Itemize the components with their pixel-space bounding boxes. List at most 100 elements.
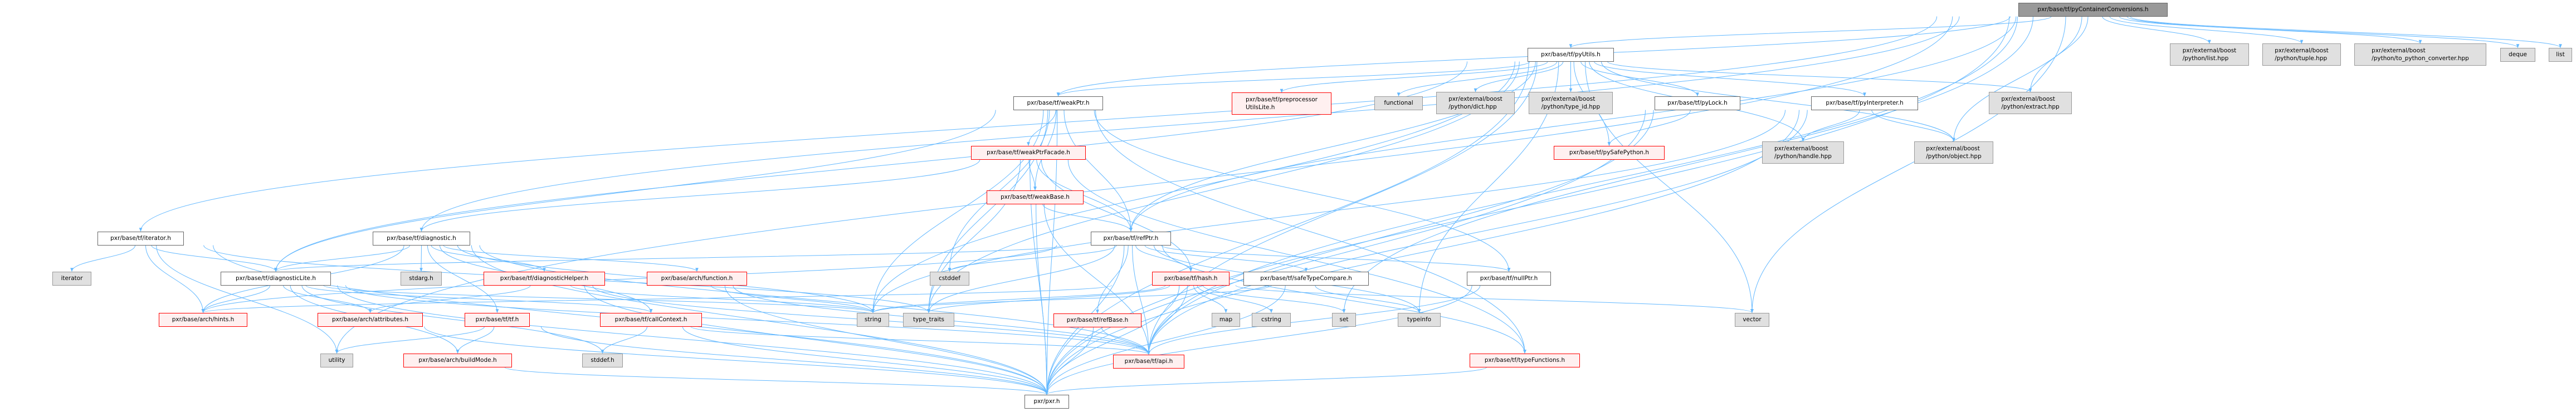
edge-diagHelper-to-attributes bbox=[368, 285, 531, 313]
edge-refPtr-to-hints bbox=[201, 245, 1057, 313]
edge-root-to-tuplehpp bbox=[2109, 16, 2304, 44]
edge-diagnostic-to-diagLite bbox=[274, 245, 411, 272]
node-hash[interactable]: pxr/base/tf/hash.h bbox=[1152, 271, 1230, 286]
edge-facade-to-hash bbox=[1041, 159, 1193, 272]
node-map: map bbox=[1212, 312, 1240, 327]
edge-diagLite-to-callContext bbox=[305, 285, 653, 313]
node-stdarg: stdarg.h bbox=[401, 271, 442, 286]
edge-refPtr-to-refBase bbox=[1096, 245, 1129, 314]
node-safeType[interactable]: pxr/base/tf/safeTypeCompare.h bbox=[1243, 271, 1369, 286]
edge-refPtr-to-typeFunctions bbox=[1162, 245, 1526, 354]
edge-diagHelper-to-string bbox=[570, 285, 875, 313]
node-object: pxr/external/boost /python/object.hpp bbox=[1914, 141, 1993, 164]
node-function[interactable]: pxr/base/arch/function.h bbox=[647, 271, 747, 286]
node-preproc[interactable]: pxr/base/tf/preprocessor UtilsLite.h bbox=[1232, 92, 1331, 115]
edge-pyUtils-to-refPtr bbox=[1129, 61, 1536, 232]
node-buildMode[interactable]: pxr/base/arch/buildMode.h bbox=[403, 353, 512, 367]
node-nullPtr[interactable]: pxr/base/tf/nullPtr.h bbox=[1467, 271, 1551, 286]
node-listhpp: pxr/external/boost /python/list.hpp bbox=[2170, 43, 2249, 66]
node-dict: pxr/external/boost /python/dict.hpp bbox=[1436, 92, 1515, 114]
node-typeid: pxr/external/boost /python/type_id.hpp bbox=[1529, 92, 1613, 114]
edge-root-to-refPtr bbox=[1129, 16, 2017, 232]
node-tfh[interactable]: pxr/base/tf/tf.h bbox=[465, 312, 530, 327]
node-tuplehpp: pxr/external/boost /python/tuple.hpp bbox=[2262, 43, 2341, 66]
node-refPtr[interactable]: pxr/base/tf/refPtr.h bbox=[1091, 231, 1171, 246]
node-typeinfo: typeinfo bbox=[1398, 312, 1441, 327]
edge-weakPtr-to-typeFunctions bbox=[1095, 110, 1526, 354]
node-callContext[interactable]: pxr/base/tf/callContext.h bbox=[600, 312, 702, 327]
node-diagLite[interactable]: pxr/base/tf/diagnosticLite.h bbox=[221, 271, 331, 286]
edge-diagLite-to-string bbox=[323, 285, 875, 313]
edge-diagLite-to-api bbox=[345, 285, 1150, 355]
edge-root-to-api bbox=[1147, 16, 2018, 355]
edge-iteratorh-to-hints bbox=[145, 245, 205, 313]
node-pySafe[interactable]: pxr/base/tf/pySafePython.h bbox=[1554, 145, 1665, 160]
edge-root-to-listhpp bbox=[2102, 16, 2211, 44]
node-api[interactable]: pxr/base/tf/api.h bbox=[1113, 354, 1184, 369]
node-pyInterp[interactable]: pxr/base/tf/pyInterpreter.h bbox=[1811, 96, 1918, 110]
node-diagnostic[interactable]: pxr/base/tf/diagnostic.h bbox=[373, 231, 470, 246]
edge-refPtr-to-nullPtr bbox=[1160, 245, 1511, 272]
edge-pyUtils-to-object bbox=[1601, 61, 1955, 142]
edge-facade-to-typetraits bbox=[927, 159, 1021, 313]
edge-weakPtr-to-diagLite bbox=[274, 110, 996, 272]
node-weakPtr[interactable]: pxr/base/tf/weakPtr.h bbox=[1013, 96, 1103, 110]
node-facade[interactable]: pxr/base/tf/weakPtrFacade.h bbox=[971, 145, 1086, 160]
edge-root-to-topy bbox=[2119, 16, 2422, 44]
edge-pyInterp-to-api bbox=[1147, 110, 1808, 355]
edge-nullPtr-to-api bbox=[1147, 285, 1481, 355]
edge-pyInterp-to-object bbox=[1871, 110, 1955, 142]
node-weakBase[interactable]: pxr/base/tf/weakBase.h bbox=[987, 190, 1084, 204]
edge-pyUtils-to-pyInterp bbox=[1594, 61, 1866, 97]
edge-weakBase-to-api bbox=[1043, 204, 1150, 355]
node-vector: vector bbox=[1735, 312, 1769, 327]
edge-pyLock-to-pySafe bbox=[1607, 110, 1691, 146]
node-typeFunctions[interactable]: pxr/base/tf/typeFunctions.h bbox=[1470, 353, 1580, 367]
edge-hash-to-hints bbox=[202, 285, 1113, 313]
node-topy: pxr/external/boost /python/to_python_con… bbox=[2354, 43, 2486, 66]
node-handle: pxr/external/boost /python/handle.hpp bbox=[1762, 141, 1844, 164]
edge-root-to-pyUtils bbox=[1569, 16, 2052, 48]
node-hints[interactable]: pxr/base/arch/hints.h bbox=[159, 312, 247, 327]
edge-pyUtils-to-pyLock bbox=[1580, 61, 1699, 97]
edge-weakPtr-to-string bbox=[871, 110, 1044, 313]
edge-facade-to-diagnostic bbox=[419, 159, 980, 232]
edge-root-to-deque bbox=[2126, 16, 2520, 48]
node-pyUtils[interactable]: pxr/base/tf/pyUtils.h bbox=[1528, 47, 1614, 62]
edge-function-to-string bbox=[710, 285, 875, 313]
edge-hash-to-vector bbox=[1235, 285, 1754, 313]
edge-attributes-to-pxr bbox=[424, 326, 1048, 395]
node-attributes[interactable]: pxr/base/arch/attributes.h bbox=[318, 312, 423, 327]
edge-diagLite-to-pxr bbox=[337, 285, 1048, 395]
node-refBase[interactable]: pxr/base/tf/refBase.h bbox=[1053, 313, 1141, 327]
edge-diagnostic-to-function bbox=[443, 245, 699, 272]
edge-hash-to-string bbox=[871, 285, 1166, 313]
edge-hash-to-map bbox=[1193, 285, 1228, 313]
edge-iteratorh-to-iterator bbox=[70, 245, 136, 272]
node-iteratorh[interactable]: pxr/base/tf/iterator.h bbox=[97, 231, 184, 246]
edge-hash-to-set bbox=[1203, 285, 1346, 313]
edge-weakPtr-to-nullPtr bbox=[1094, 110, 1511, 272]
node-root[interactable]: pxr/base/tf/pyContainerConversions.h bbox=[2018, 2, 2168, 17]
edge-diagLite-to-hints bbox=[201, 285, 271, 313]
node-pxr[interactable]: pxr/pxr.h bbox=[1024, 394, 1069, 409]
node-diagHelper[interactable]: pxr/base/tf/diagnosticHelper.h bbox=[484, 271, 605, 286]
edge-refPtr-to-typetraits bbox=[927, 245, 1115, 313]
edge-iteratorh-to-utility bbox=[156, 245, 339, 354]
edge-callContext-to-stddef bbox=[601, 326, 648, 354]
node-cstddef: cstddef bbox=[930, 271, 969, 286]
node-typetraits: type_traits bbox=[903, 312, 954, 327]
edge-buildMode-to-pxr bbox=[504, 367, 1048, 395]
edge-tfh-to-buildMode bbox=[456, 326, 495, 354]
node-deque: deque bbox=[2500, 47, 2535, 62]
edge-safeType-to-pxr bbox=[1045, 285, 1286, 395]
node-pyLock[interactable]: pxr/base/tf/pyLock.h bbox=[1655, 96, 1740, 110]
edge-root-to-object bbox=[1952, 16, 2082, 142]
edge-pyLock-to-pxr bbox=[1045, 110, 1646, 395]
edge-pyUtils-to-extract bbox=[1607, 61, 2032, 92]
edge-refBase-to-pxr bbox=[1045, 327, 1094, 395]
edge-root-to-diagnostic bbox=[419, 16, 1960, 232]
edge-iteratorh-to-diagLite bbox=[151, 245, 277, 272]
edge-weakBase-to-refPtr bbox=[1042, 204, 1133, 232]
